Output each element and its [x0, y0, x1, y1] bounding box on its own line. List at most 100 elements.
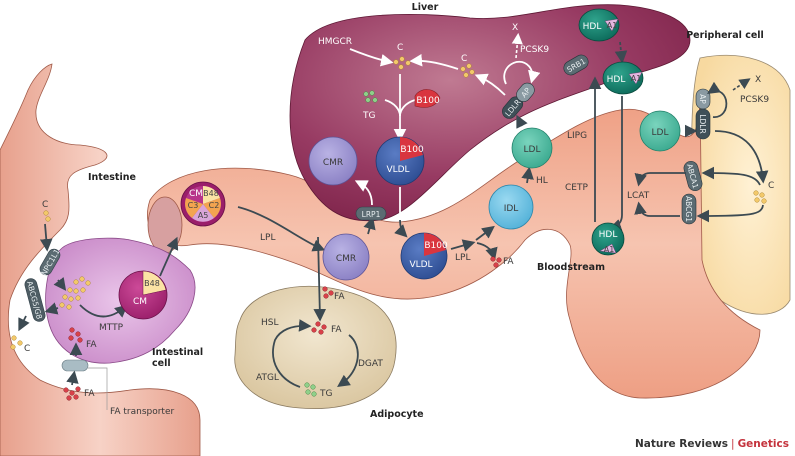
arrow-cmr-to-lrp1	[363, 216, 376, 235]
svg-text:CM: CM	[133, 297, 147, 307]
arrow-lrp1-to-liver-cmr	[354, 180, 373, 206]
svg-text:HDL: HDL	[583, 22, 602, 32]
abca1-transporter: ABCA1	[683, 160, 703, 192]
idl-particle: IDL	[488, 184, 534, 230]
arrow-tg-to-fa-lipolysis	[272, 319, 312, 388]
svg-text:LDLR: LDLR	[698, 114, 707, 133]
hdl-blood-bottom: HDL A1	[591, 222, 625, 256]
hsl-label: HSL	[261, 318, 279, 328]
svg-text:C3: C3	[188, 201, 199, 210]
svg-text:B100: B100	[416, 96, 440, 106]
intracellular-fa-label: FA	[86, 340, 97, 350]
arrow-pcsk9-degradation-peripheral	[732, 78, 751, 91]
chylomicron-remnant-liver: CMR	[308, 136, 358, 186]
hmgcr-label: HMGCR	[318, 37, 352, 47]
adipocyte-cell	[234, 285, 397, 409]
blood-fa-label: FA	[334, 292, 345, 302]
credit-separator: |	[731, 438, 735, 450]
arrow-c-efflux	[18, 315, 30, 332]
arrow-lpl-to-adipocyte	[313, 236, 327, 322]
svg-text:B48: B48	[203, 189, 219, 198]
chylomicron-remnant-blood: CMR	[322, 233, 370, 281]
cholesterol-dots	[43, 210, 51, 222]
arrow-abcg1-to-lcat	[634, 201, 680, 217]
liver-uptake-cholesterol-label: C	[461, 54, 467, 64]
svg-text:LDL: LDL	[652, 128, 669, 138]
chylomicron-blood: CM B48 C3 C2 A5	[180, 181, 226, 227]
arrow-npc1l1-in	[53, 277, 67, 291]
svg-text:LRP1: LRP1	[362, 210, 381, 219]
ldl-blood: LDL	[511, 127, 553, 169]
peripheral-x-label: X	[755, 75, 761, 85]
lipg-label: LIPG	[567, 131, 587, 141]
arrow-idl-to-ldl	[521, 166, 534, 184]
peripheral-cholesterol-label: C	[768, 181, 774, 191]
liver-uptake-cholesterol-dots	[460, 63, 475, 78]
arrow-ldlr-recycle-liver	[503, 60, 541, 85]
arrow-ldlr-to-liver-c	[474, 73, 506, 96]
journal-name: Nature Reviews	[634, 438, 729, 450]
svg-text:VLDL: VLDL	[409, 260, 432, 270]
arrow-peripheral-ldlr-recycle	[707, 81, 728, 118]
arrow-hmgcr	[349, 48, 394, 67]
bloodstream-vessel	[147, 89, 761, 399]
arrow-mttp	[79, 304, 128, 318]
chylomicron-intestinal: B48 CM	[118, 270, 168, 320]
adipocyte-tg-label: TG	[319, 389, 332, 399]
svg-text:A1: A1	[631, 74, 642, 83]
hl-label: HL	[536, 176, 548, 186]
intestine-label: Intestine	[88, 172, 136, 183]
luminal-fa-dots	[63, 386, 81, 401]
arrow-fa-to-tg-dgat	[337, 334, 359, 388]
arrow-vldl-fa-release	[476, 242, 498, 261]
arrow-ldlr-to-peripheral-c	[714, 130, 769, 184]
svg-text:A1: A1	[604, 245, 615, 254]
adipocyte-fa-label: FA	[331, 325, 342, 335]
journal-section: Genetics	[737, 438, 789, 450]
svg-text:B100: B100	[424, 241, 448, 251]
hdl-liver: HDL A1	[578, 8, 620, 42]
liver-pcsk9-label: PCSK9	[520, 45, 549, 55]
arrow-c-to-npc1l1	[39, 223, 53, 252]
svg-text:HDL: HDL	[607, 75, 626, 85]
blood-fa-dots	[322, 286, 334, 299]
svg-text:A5: A5	[198, 211, 209, 220]
svg-text:B48: B48	[144, 279, 160, 288]
arrow-c-to-abcg1	[696, 204, 764, 223]
fa-transporter	[61, 359, 89, 372]
intracellular-fa-dots	[68, 327, 83, 343]
peripheral-cell-label: Peripheral cell	[686, 30, 764, 41]
arrow-to-abcg5g8	[44, 302, 59, 315]
atgl-label: ATGL	[256, 373, 279, 383]
adipocyte-tg-dots	[304, 382, 317, 397]
ldl-peripheral: LDL	[639, 110, 681, 152]
vldl-liver: B100 VLDL	[375, 136, 425, 186]
intestine-tube	[0, 63, 201, 456]
arrow-vldl-to-idl	[450, 239, 476, 252]
liver-tg-dots	[363, 90, 378, 103]
svg-text:AP: AP	[698, 94, 707, 104]
vessel-opening	[147, 196, 183, 254]
abcg5-g8-transporter: ABCG5/G8	[24, 278, 46, 322]
hdl-blood-top: HDL A1	[602, 61, 644, 95]
lrp1-receptor: LRP1	[355, 206, 387, 221]
arrow-abca1-to-lcat	[634, 172, 686, 187]
fa-transporter-leader-line	[88, 367, 108, 410]
adipocyte-fa-dots	[311, 321, 327, 335]
lpl-label-vldl: LPL	[455, 253, 470, 263]
svg-text:CMR: CMR	[323, 158, 343, 168]
mttp-label: MTTP	[99, 323, 124, 333]
peripheral-cholesterol-dots	[753, 190, 767, 204]
svg-text:C2: C2	[209, 201, 220, 210]
arrow-pcsk9-degradation-liver	[511, 32, 523, 59]
svg-text:LDL: LDL	[524, 145, 541, 155]
luminal-fa-label: FA	[84, 389, 95, 399]
bloodstream-label: Bloodstream	[537, 262, 605, 273]
arrow-c-to-c-pool	[409, 53, 459, 70]
arrow-to-idl	[475, 225, 495, 241]
vldl-fa-dots	[490, 256, 502, 268]
vldl-fa-label: FA	[503, 257, 514, 267]
b100-apolipoprotein: B100	[414, 89, 441, 108]
arrow-hdl-liver-to-blood	[614, 41, 628, 64]
